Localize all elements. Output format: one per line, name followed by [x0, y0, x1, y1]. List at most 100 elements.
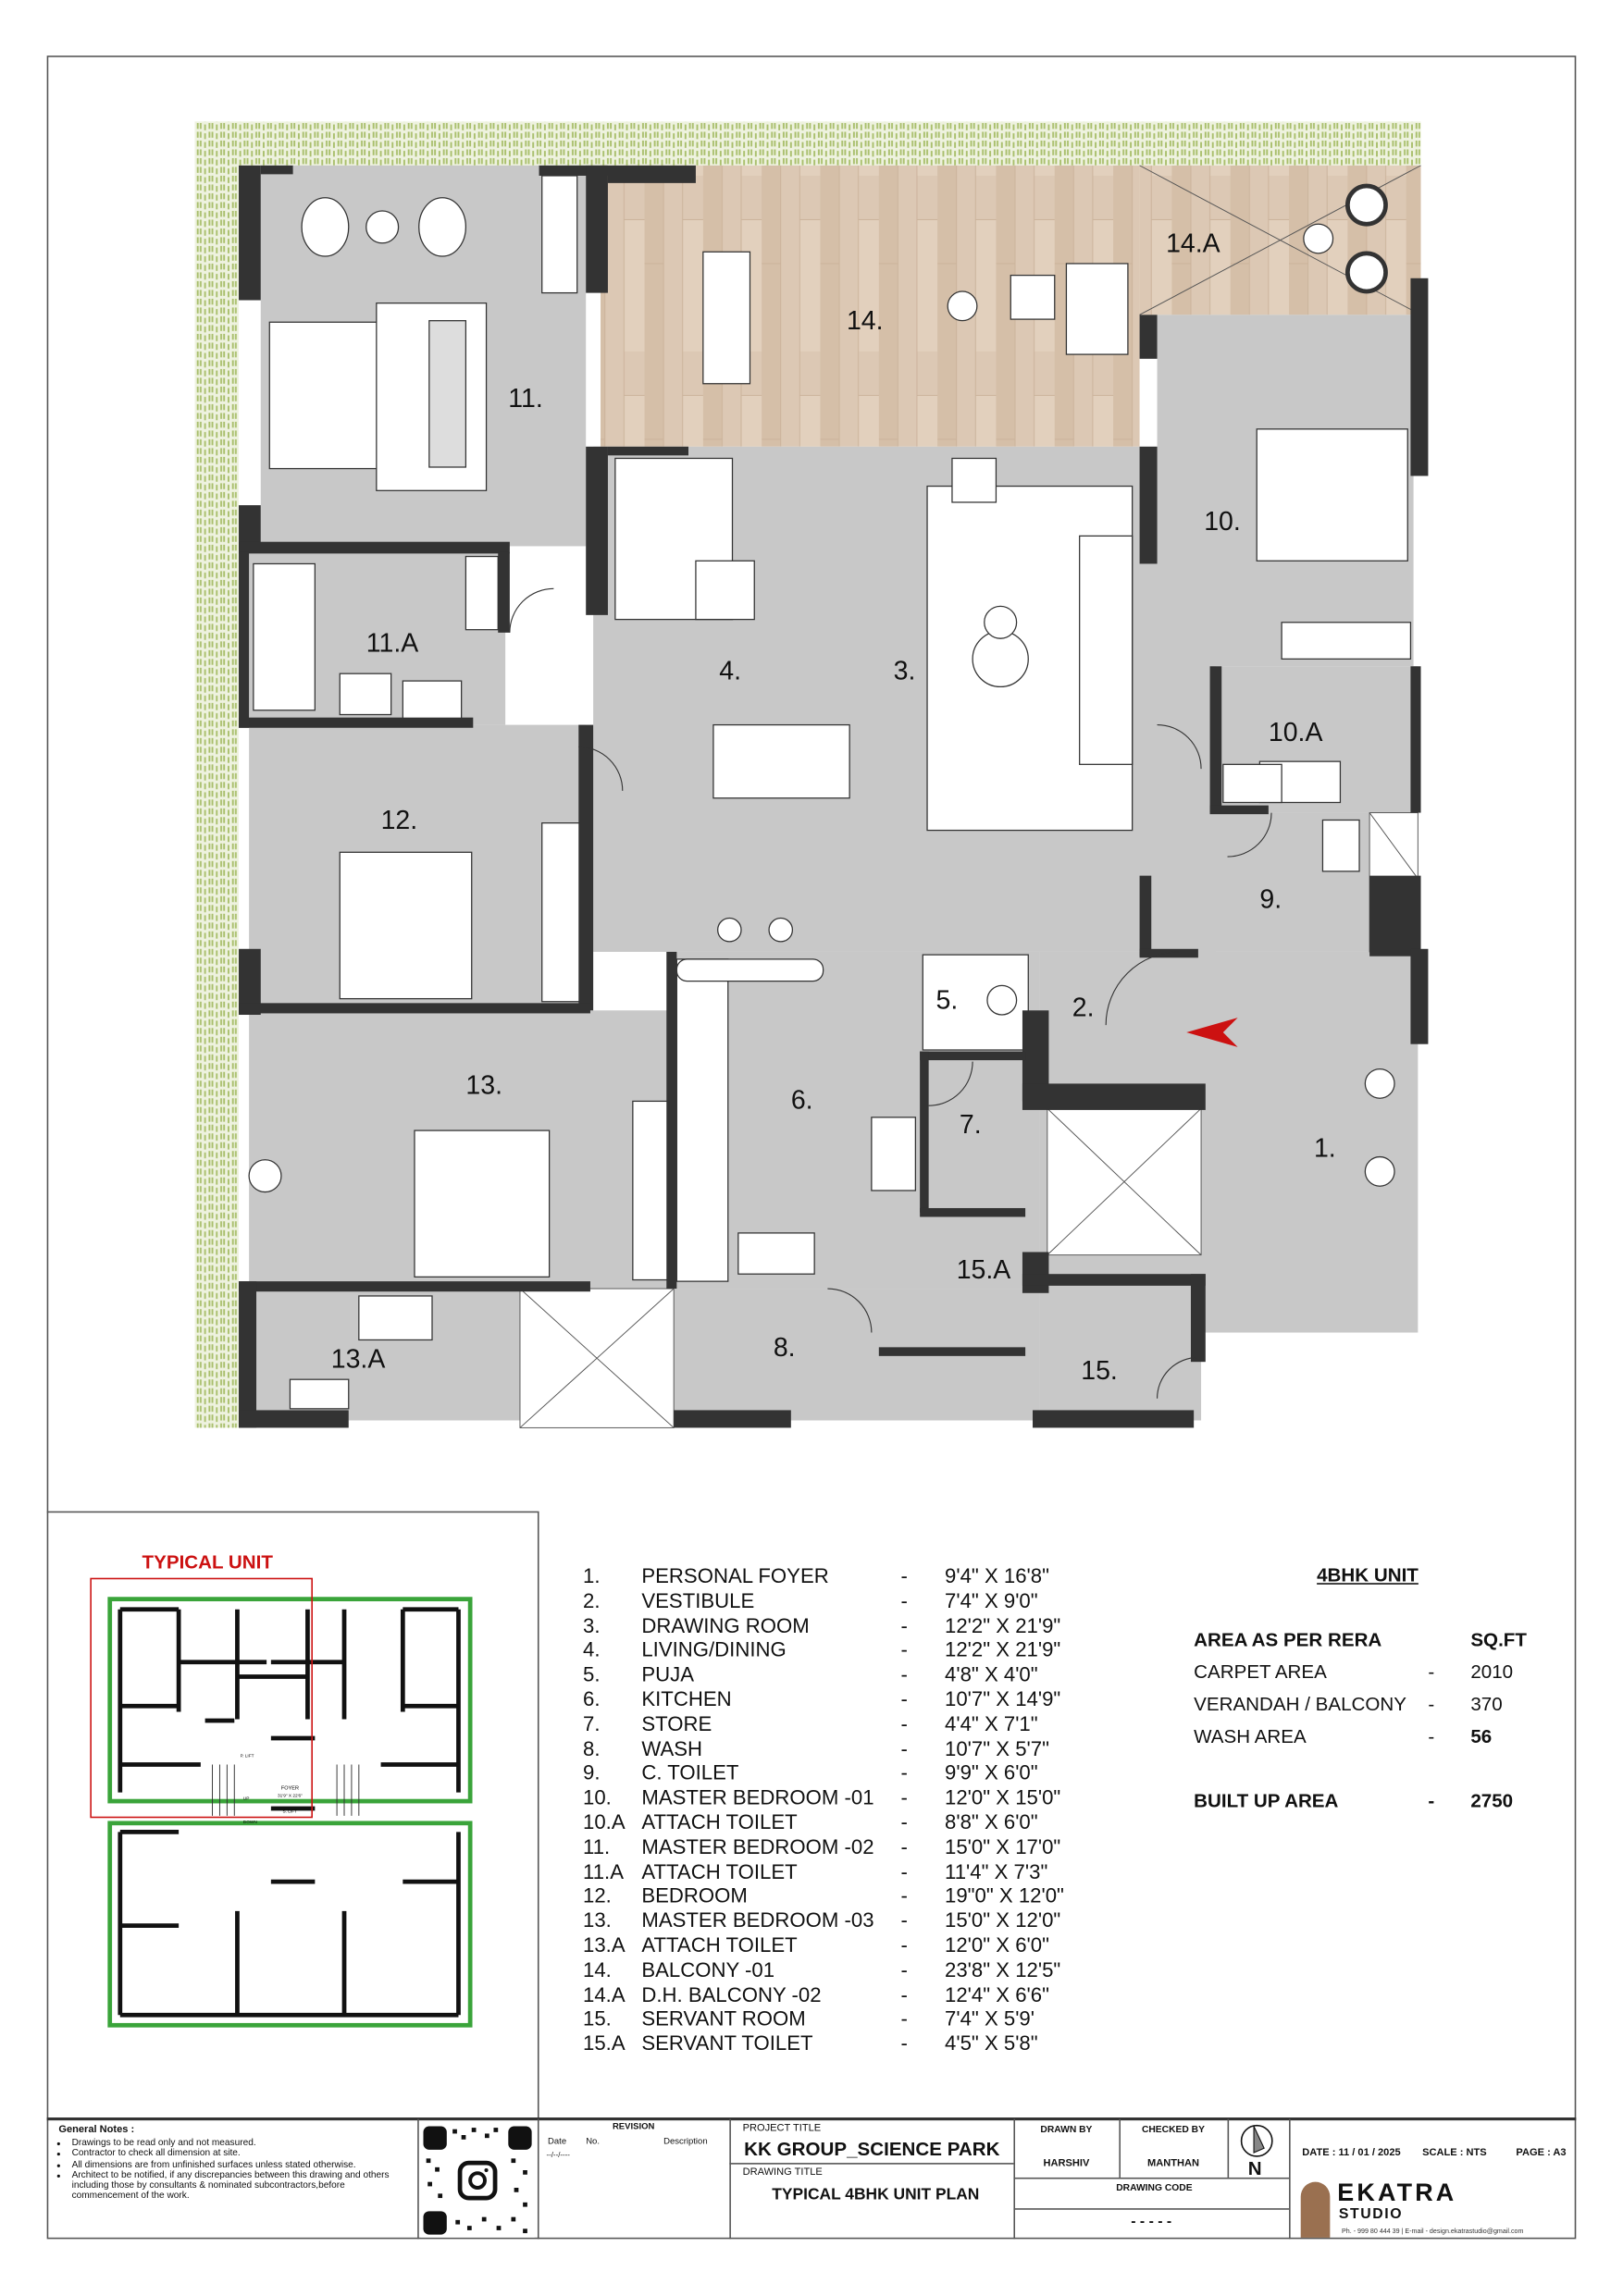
- schedule-name: C. TOILET: [641, 1760, 739, 1784]
- key-down-label: DOWN: [243, 1820, 258, 1825]
- schedule-no: 8.: [583, 1735, 601, 1760]
- sheet-border: [46, 56, 1577, 2240]
- north-label: N: [1247, 2156, 1262, 2179]
- schedule-no: 9.: [583, 1760, 601, 1784]
- area-separator: -: [1428, 1692, 1435, 1714]
- door-swings: [509, 587, 1272, 1399]
- schedule-row: 12.BEDROOM-19"0" X 12'0": [583, 1883, 1064, 1908]
- schedule-size: 9'9" X 6'0": [945, 1760, 1038, 1784]
- schedule-name: MASTER BEDROOM -01: [641, 1784, 874, 1809]
- drawn-by: HARSHIV: [1043, 2158, 1090, 2169]
- date: DATE : 11 / 01 / 2025: [1302, 2148, 1401, 2159]
- rev-date-value: --/--/----: [546, 2151, 570, 2160]
- schedule-no: 10.: [583, 1784, 612, 1809]
- schedule-row: 11.MASTER BEDROOM -02-15'0" X 17'0": [583, 1834, 1064, 1859]
- room-label-15a: 15.A: [957, 1255, 1011, 1285]
- schedule-separator: -: [900, 1883, 908, 1907]
- room-label-10a: 10.A: [1269, 718, 1323, 747]
- divider: [46, 1511, 538, 1513]
- studio-name: EKATRA: [1337, 2179, 1457, 2207]
- bed-13: [414, 1129, 551, 1278]
- schedule-no: 12.: [583, 1883, 612, 1907]
- schedule-separator: -: [900, 1809, 908, 1833]
- qr-code-icon: [420, 2123, 535, 2238]
- room-label-4: 4.: [719, 657, 741, 686]
- title-block-top: [46, 2117, 1577, 2121]
- schedule-name: SERVANT ROOM: [641, 2006, 806, 2031]
- schedule-name: D.H. BALCONY -02: [641, 1981, 822, 2006]
- schedule-separator: -: [900, 1834, 908, 1858]
- room-label-6: 6.: [791, 1085, 813, 1115]
- room-label-11: 11.: [508, 384, 542, 414]
- furniture: [248, 183, 1408, 1341]
- schedule-size: 12'0" X 6'0": [945, 1932, 1049, 1957]
- room-label-13: 13.: [465, 1071, 502, 1101]
- schedule-separator: -: [900, 1981, 908, 2006]
- kitchen-counter: [675, 958, 729, 1282]
- schedule-separator: -: [900, 1907, 908, 1932]
- schedule-name: STORE: [641, 1711, 712, 1735]
- schedule-separator: -: [900, 1612, 908, 1637]
- note-item: All dimensions are from unfinished surfa…: [72, 2159, 414, 2169]
- dining-table: [712, 723, 850, 799]
- schedule-no: 3.: [583, 1612, 601, 1637]
- area-row: WASH AREA-56: [1194, 1719, 1527, 1751]
- schedule-name: DRAWING ROOM: [641, 1612, 810, 1637]
- schedule-no: 15.A: [583, 2031, 626, 2055]
- schedule-name: VESTIBULE: [641, 1588, 755, 1612]
- walls: [239, 165, 1429, 1428]
- area-separator: -: [1428, 1660, 1435, 1683]
- area-label: CARPET AREA: [1194, 1660, 1327, 1683]
- schedule-no: 14.A: [583, 1981, 626, 2006]
- schedule-no: 2.: [583, 1588, 601, 1612]
- rev-desc-header: Description: [663, 2138, 708, 2147]
- room-label-1: 1.: [1314, 1134, 1336, 1164]
- schedule-row: 13.MASTER BEDROOM -03-15'0" X 12'0": [583, 1908, 1064, 1933]
- schedule-row: 6.KITCHEN-10'7" X 14'9": [583, 1687, 1064, 1712]
- room-label-9: 9.: [1259, 884, 1282, 914]
- schedule-name: BALCONY -01: [641, 1957, 775, 1981]
- schedule-name: SERVANT TOILET: [641, 2031, 813, 2055]
- built-up-value: 2750: [1470, 1788, 1514, 1811]
- drawing-title-label: DRAWING TITLE: [742, 2166, 823, 2178]
- rev-date-header: Date: [548, 2138, 567, 2147]
- key-slift-label: S. LIFT: [283, 1809, 298, 1815]
- wardrobes: [289, 175, 1412, 1410]
- rev-no-header: No.: [586, 2138, 600, 2147]
- area-header: AREA AS PER RERA: [1194, 1627, 1382, 1650]
- note-item: Drawings to be read only and not measure…: [72, 2139, 414, 2149]
- schedule-name: MASTER BEDROOM -02: [641, 1834, 874, 1858]
- room-label-5: 5.: [936, 986, 959, 1016]
- project-title: KK GROUP_SCIENCE PARK: [744, 2138, 1000, 2160]
- schedule-separator: -: [900, 2031, 908, 2055]
- schedule-row: 1.PERSONAL FOYER-9'4" X 16'8": [583, 1564, 1064, 1589]
- schedule-size: 12'2" X 21'9": [945, 1637, 1061, 1661]
- notes-title: General Notes :: [58, 2124, 135, 2136]
- area-unit: SQ.FT: [1470, 1627, 1527, 1650]
- general-notes: General Notes : Drawings to be read only…: [58, 2125, 413, 2202]
- schedule-separator: -: [900, 1760, 908, 1784]
- room-label-14: 14.: [847, 306, 884, 336]
- studio-sub: STUDIO: [1338, 2206, 1404, 2223]
- studio-logo-icon: [1300, 2181, 1331, 2238]
- project-title-label: PROJECT TITLE: [742, 2123, 822, 2134]
- schedule-no: 13.A: [583, 1932, 626, 1957]
- schedule-name: ATTACH TOILET: [641, 1809, 798, 1833]
- schedule-size: 7'4" X 9'0": [945, 1588, 1038, 1612]
- key-foyer-size: 31'9" X 22'6": [278, 1793, 303, 1798]
- bench-balcony: [702, 251, 751, 385]
- drawn-by-label: DRAWN BY: [1040, 2124, 1093, 2136]
- schedule-row: 8.WASH-10'7" X 5'7": [583, 1736, 1064, 1761]
- schedule-separator: -: [900, 1735, 908, 1760]
- schedule-size: 4'8" X 4'0": [945, 1662, 1038, 1686]
- schedule-size: 9'4" X 16'8": [945, 1563, 1049, 1587]
- unit-title: 4BHK UNIT: [1317, 1563, 1419, 1586]
- schedule-no: 10.A: [583, 1809, 626, 1833]
- area-label: VERANDAH / BALCONY: [1194, 1692, 1407, 1714]
- studio-contact: Ph. - 999 80 444 39 | E-mail - design.ek…: [1342, 2227, 1524, 2235]
- schedule-separator: -: [900, 1957, 908, 1981]
- schedule-separator: -: [900, 1662, 908, 1686]
